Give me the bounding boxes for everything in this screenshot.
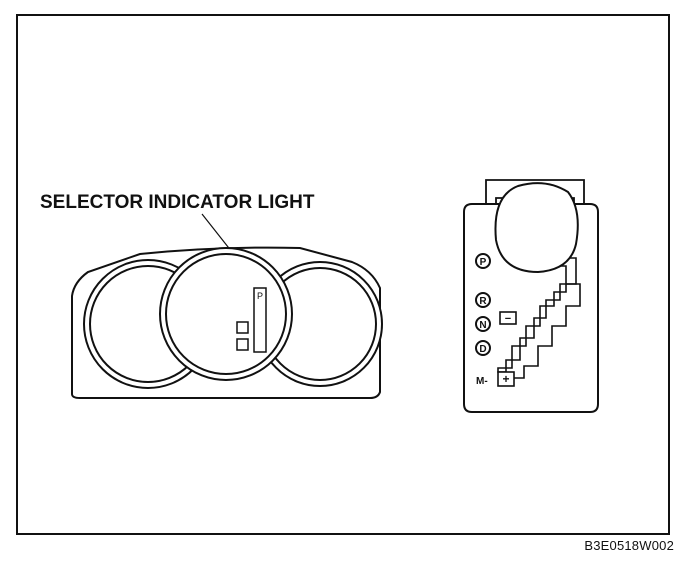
indicator-square-bottom bbox=[236, 338, 249, 351]
center-gauge-inner bbox=[165, 253, 287, 375]
shift-lever-assembly: P R N D − M- + bbox=[463, 179, 599, 413]
position-n-marker bbox=[475, 316, 491, 332]
indicator-square-top bbox=[236, 321, 249, 334]
position-d-marker bbox=[475, 340, 491, 356]
position-r-label: R bbox=[479, 296, 487, 307]
manual-minus-label: − bbox=[505, 313, 511, 325]
instrument-cluster: P bbox=[71, 246, 383, 399]
shift-knob bbox=[494, 182, 579, 274]
position-n-label: N bbox=[479, 320, 486, 331]
figure-code: B3E0518W002 bbox=[584, 538, 674, 553]
selector-indicator-strip bbox=[253, 287, 267, 353]
manual-plus-box bbox=[497, 371, 515, 387]
position-r-marker bbox=[475, 292, 491, 308]
manual-mode-label: M- bbox=[476, 376, 488, 387]
shift-gate-outline bbox=[512, 283, 581, 379]
manual-plus-label: + bbox=[502, 372, 509, 386]
figure-border bbox=[16, 14, 670, 535]
position-d-label: D bbox=[479, 344, 486, 355]
manual-minus-box bbox=[499, 311, 517, 325]
indicator-letter-p: P bbox=[257, 291, 263, 301]
position-p-marker bbox=[475, 253, 491, 269]
position-p-label: P bbox=[480, 257, 487, 268]
callout-label: SELECTOR INDICATOR LIGHT bbox=[40, 192, 315, 213]
